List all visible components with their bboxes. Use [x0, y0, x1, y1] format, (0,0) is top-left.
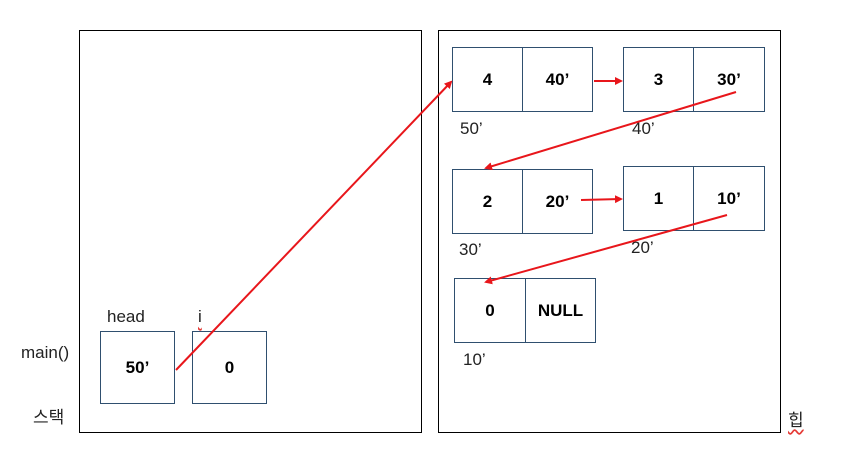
pointer-arrow [484, 214, 728, 285]
stack-region-label: 스택 [33, 408, 65, 427]
pointer-arrow [580, 195, 623, 204]
pointer-arrow-head [175, 80, 453, 371]
var-name-head: head [107, 307, 145, 326]
node-address-label: 30’ [459, 240, 482, 259]
heap-region-label: 힙 [788, 411, 804, 430]
node-address-label: 40’ [632, 119, 655, 138]
var-cell-head: 50’ [100, 331, 175, 404]
pointer-arrow [484, 91, 737, 171]
var-cell-i: 0 [192, 331, 267, 404]
node-next-cell: 40’ [522, 47, 593, 112]
heap-frame [438, 30, 781, 433]
var-name-i: i [198, 307, 202, 326]
stack-frame [79, 30, 422, 433]
node-address-label: 10’ [463, 350, 486, 369]
node-data-cell: 3 [623, 47, 694, 112]
main-frame-label: main() [21, 343, 70, 362]
node-data-cell: 1 [623, 166, 694, 231]
node-next-cell: 20’ [522, 169, 593, 234]
node-address-label: 50’ [460, 119, 483, 138]
node-data-cell: 4 [452, 47, 523, 112]
node-data-cell: 2 [452, 169, 523, 234]
node-address-label: 20’ [631, 238, 654, 257]
node-next-cell: NULL [525, 278, 596, 343]
node-data-cell: 0 [454, 278, 526, 343]
